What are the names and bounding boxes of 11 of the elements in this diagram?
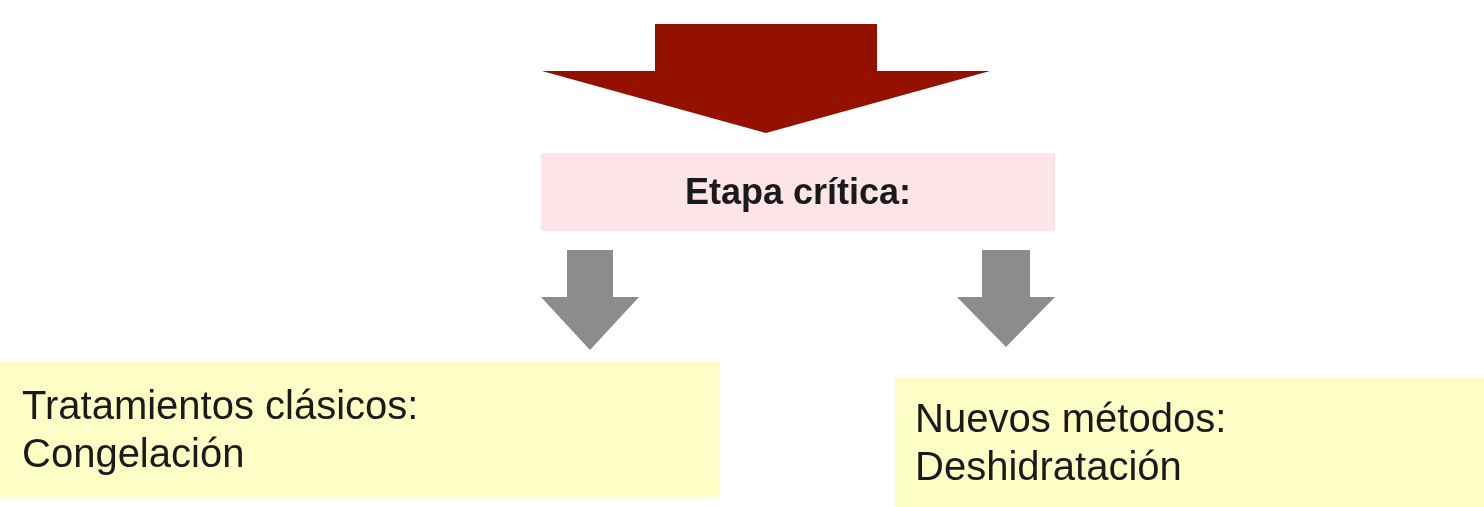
body-text: Deshidratación [915,442,1183,490]
heading-text: Etapa crítica: [684,170,912,214]
block-arrow [542,24,990,133]
text-box [541,153,1055,231]
body-text: Congelación [22,429,246,477]
body-text: Nuevos métodos: [915,395,1228,443]
body-text: Tratamientos clásicos: [22,382,420,430]
text-box [0,362,720,497]
block-arrow [957,250,1055,347]
text-box [895,378,1484,507]
block-arrow [541,250,639,350]
